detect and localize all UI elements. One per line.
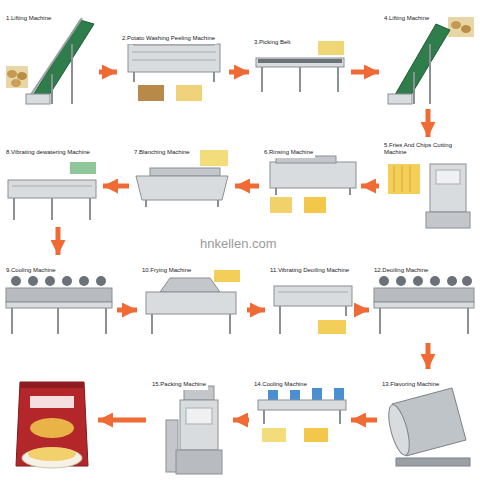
- air-deoiling-conveyor: [374, 276, 474, 334]
- machine-station: 4.Lifting Machine: [382, 6, 476, 106]
- machine-station: 5.Fries And Chips Cutting Machine: [382, 140, 476, 232]
- machine-station: 9.Cooling Machine: [4, 258, 114, 340]
- flow-arrow: [351, 70, 379, 75]
- cooling-conveyor: [258, 388, 346, 442]
- flow-arrow: [426, 109, 431, 137]
- blanching-machine: [136, 150, 228, 207]
- air-cooling-conveyor: [6, 276, 112, 334]
- machine-station: 3.Picking Belt: [252, 30, 348, 100]
- flow-arrow: [361, 184, 379, 189]
- machine-label: 10.Frying Machine: [140, 266, 193, 276]
- machine-label: 15.Packing Machine: [150, 380, 208, 390]
- flow-arrow: [247, 308, 265, 313]
- machine-station: 10.Frying Machine: [140, 258, 244, 340]
- flow-arrow: [426, 343, 431, 369]
- washing-peeling-machine: [128, 40, 220, 101]
- dewatering-machine: [8, 162, 96, 220]
- flow-arrow: [351, 418, 377, 423]
- machine-station: 15.Packing Machine: [150, 372, 230, 478]
- packing-machine: [166, 386, 222, 474]
- flow-arrow: [359, 308, 369, 313]
- rinsing-machine: [270, 156, 356, 213]
- machine-label: 1.Lifting Machine: [4, 14, 53, 24]
- machine-label: 2.Potato Washing Peeling Machine: [120, 34, 217, 44]
- machine-label: 8.Vibrating dewatering Machine: [4, 148, 92, 158]
- flow-arrow: [117, 308, 137, 313]
- machine-station: 8.Vibrating dewatering Machine: [4, 140, 100, 224]
- picking-belt: [256, 41, 344, 92]
- machine-label: 12.Deoiling Machine: [372, 266, 430, 276]
- flow-arrow: [99, 70, 117, 75]
- machine-label: 5.Fries And Chips Cutting Machine: [382, 141, 476, 158]
- machine-label: 14.Cooling Machine: [252, 380, 309, 390]
- machine-station: 6.Rinsing Machine: [262, 140, 358, 216]
- machine-label: 13.Flavoring Machine: [380, 380, 441, 390]
- flavoring-drum: [385, 388, 470, 466]
- machine-station: 13.Flavoring Machine: [380, 372, 474, 468]
- flow-arrow: [229, 70, 249, 75]
- chip-bag: [16, 382, 88, 468]
- machine-label: 11.Vibrating Deoiling Machine: [268, 266, 351, 276]
- machine-label: 9.Cooling Machine: [4, 266, 58, 276]
- machine-station: 14.Cooling Machine: [252, 372, 348, 448]
- machine-label: 4.Lifting Machine: [382, 14, 431, 24]
- flow-arrow: [98, 418, 146, 423]
- vibrating-deoiler: [274, 286, 352, 334]
- machine-station: 11.Vibrating Deoiling Machine: [268, 258, 356, 340]
- machine-label: 3.Picking Belt: [252, 38, 292, 48]
- fryer: [146, 270, 240, 334]
- machine-label: 7.Blanching Machine: [132, 148, 192, 158]
- watermark: hnkellen.com: [200, 236, 277, 251]
- flow-arrow: [56, 227, 61, 255]
- lifting-conveyor: [388, 17, 474, 104]
- machine-label: 6.Rinsing Machine: [262, 148, 315, 158]
- flow-arrow: [235, 184, 259, 189]
- machine-station: 1.Lifting Machine: [4, 6, 96, 106]
- machine-station: 2.Potato Washing Peeling Machine: [120, 26, 226, 104]
- flow-arrow: [103, 184, 129, 189]
- machine-station: 7.Blanching Machine: [132, 140, 232, 210]
- machine-station: 12.Deoiling Machine: [372, 258, 476, 340]
- flow-arrow: [233, 418, 249, 423]
- cutting-machine: [388, 164, 470, 228]
- lifting-conveyor: [6, 18, 94, 104]
